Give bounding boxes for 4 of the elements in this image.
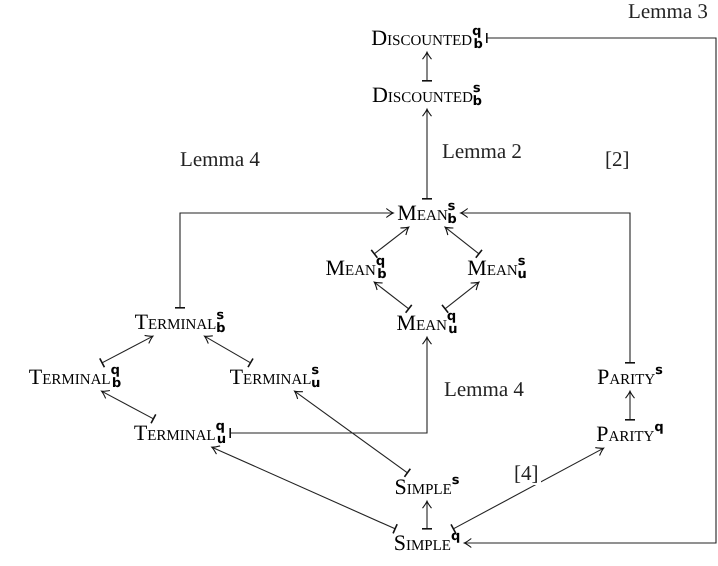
- class-name: Simple$^{q}$: [392, 530, 462, 556]
- class-name: Parity$^{q}$: [594, 420, 666, 448]
- class-name: Simple$^{s}$: [392, 474, 462, 500]
- class-name: Parity$^{s}$: [595, 364, 665, 390]
